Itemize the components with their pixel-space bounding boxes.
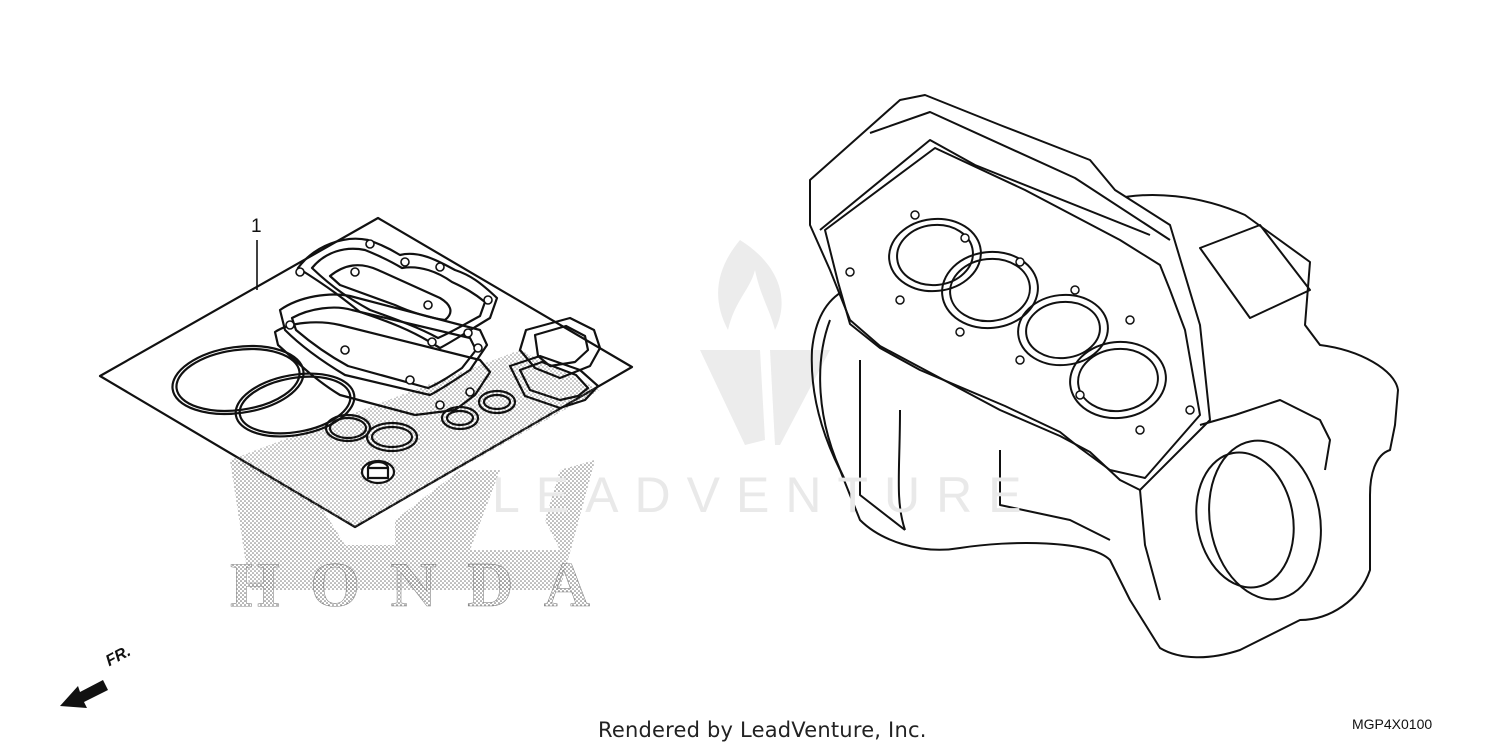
callout-number: 1 [251, 216, 262, 237]
diagram-code: MGP4X0100 [1352, 716, 1433, 732]
honda-logo-watermark: HONDA [230, 460, 595, 620]
leadventure-watermark-text: LEADVENTURE [492, 467, 1038, 523]
gasket-kit-sheet [98, 216, 634, 529]
arrow-icon [60, 680, 108, 708]
engine-block-illustration [809, 94, 1399, 659]
rendered-by-footer: Rendered by LeadVenture, Inc. [598, 718, 927, 742]
leadventure-logo-watermark [700, 240, 830, 445]
